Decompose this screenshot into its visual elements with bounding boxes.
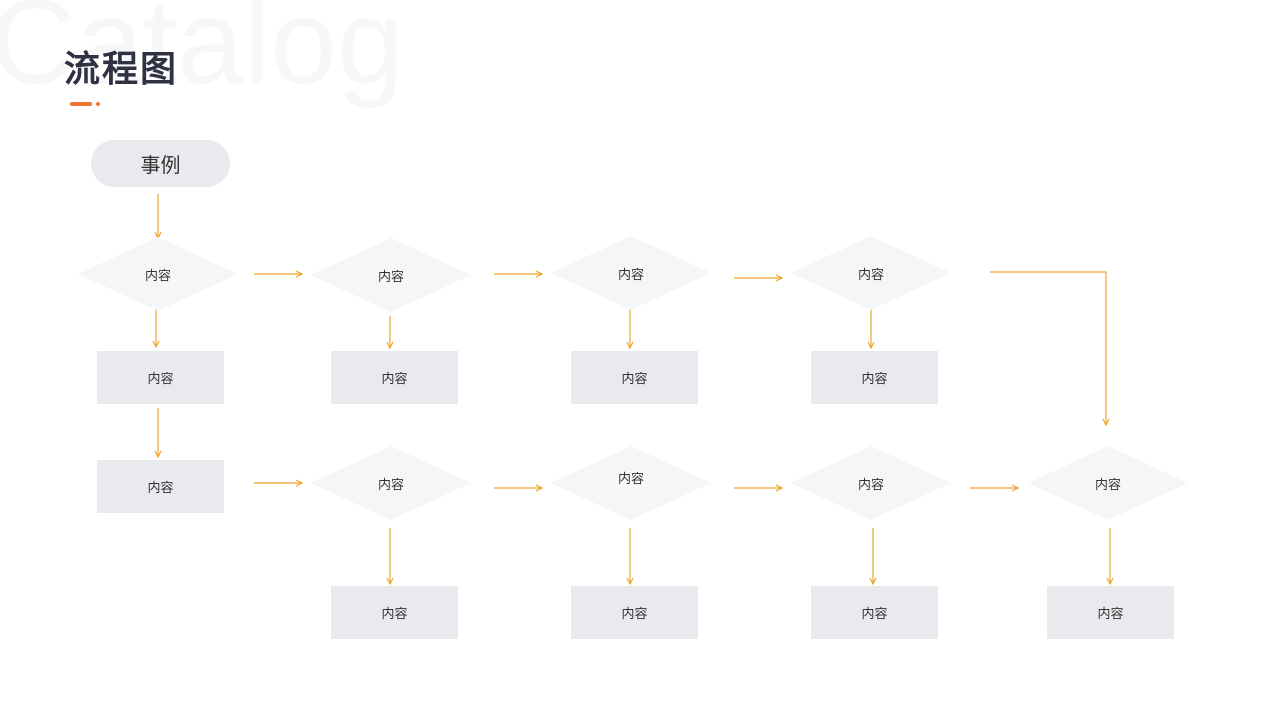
arrow-r1-elbow: [990, 271, 1106, 425]
process-box: 内容: [97, 460, 224, 513]
decision-label: 内容: [377, 269, 404, 285]
decision-node: 内容: [311, 446, 471, 520]
decision-node: 内容: [791, 236, 951, 310]
process-box: 内容: [331, 351, 458, 404]
process-box: 内容: [97, 351, 224, 404]
decision-node: 内容: [551, 236, 711, 310]
decision-label: 内容: [377, 477, 404, 493]
page-title: 流程图: [64, 49, 179, 90]
decision-node: 内容: [78, 237, 238, 311]
process-box: 内容: [811, 351, 938, 404]
process-box: 内容: [571, 351, 698, 404]
start-node: 事例: [91, 140, 230, 187]
process-box: 内容: [811, 586, 938, 639]
decision-node: 内容: [1028, 446, 1188, 520]
decision-node: 内容: [791, 446, 951, 520]
title-accent-dot: [96, 102, 100, 106]
decision-label: 内容: [857, 477, 884, 493]
decision-label: 内容: [144, 268, 171, 284]
process-box: 内容: [571, 586, 698, 639]
process-box: 内容: [331, 586, 458, 639]
decision-label: 内容: [617, 267, 644, 283]
decision-label: 内容: [617, 471, 644, 487]
decision-node: 内容: [551, 446, 711, 520]
decision-label: 内容: [1094, 477, 1121, 493]
decision-node: 内容: [311, 238, 471, 312]
title-accent-bar: [70, 102, 92, 106]
decision-label: 内容: [857, 267, 884, 283]
process-box: 内容: [1047, 586, 1174, 639]
watermark-text: Catalog: [0, 0, 404, 109]
